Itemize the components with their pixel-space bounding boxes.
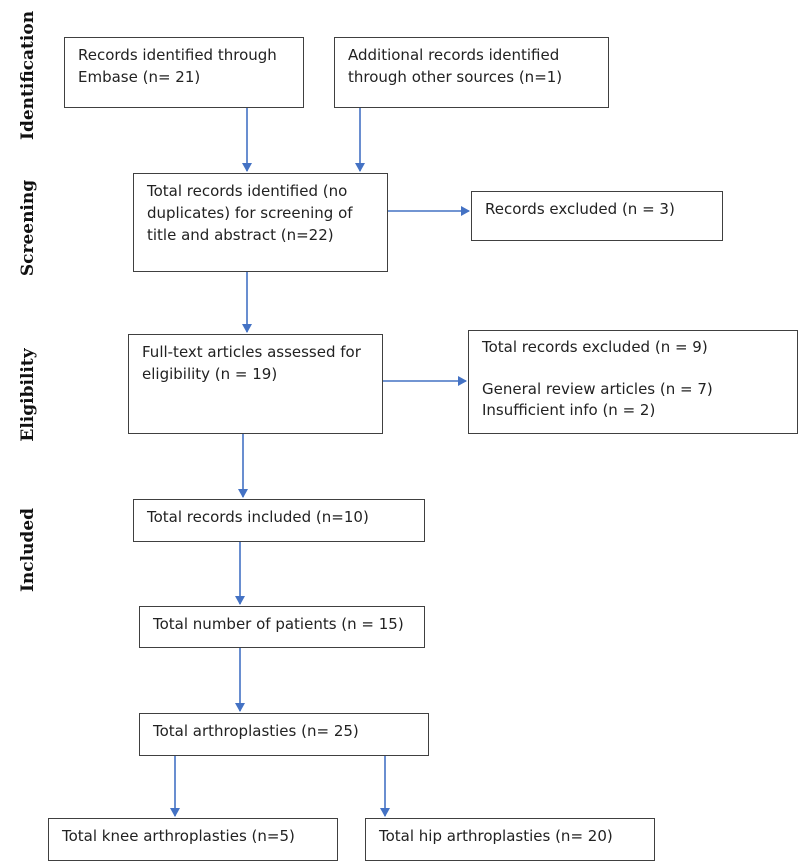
- box-text-line: Total records excluded (n = 9): [482, 338, 708, 356]
- box-text-line: title and abstract (n=22): [147, 226, 334, 244]
- box-text-line: Records excluded (n = 3): [485, 200, 675, 218]
- box-screening: Total records identified (no duplicates) …: [133, 173, 388, 272]
- box-arthroplasties: Total arthroplasties (n= 25): [139, 713, 429, 756]
- stage-label-identification: Identification: [18, 10, 38, 140]
- box-knee-arthroplasties: Total knee arthroplasties (n=5): [48, 818, 338, 861]
- box-text-line: General review articles (n = 7): [482, 380, 713, 398]
- box-full-text: Full-text articles assessed for eligibili…: [128, 334, 383, 434]
- box-included: Total records included (n=10): [133, 499, 425, 542]
- box-text-line: Records identified through: [78, 46, 277, 64]
- box-text-line: Total records identified (no: [147, 182, 348, 200]
- box-text-line: Total knee arthroplasties (n=5): [62, 827, 295, 845]
- box-text-line: duplicates) for screening of: [147, 204, 353, 222]
- box-text-line: [482, 358, 787, 379]
- box-patients: Total number of patients (n = 15): [139, 606, 425, 648]
- box-hip-arthroplasties: Total hip arthroplasties (n= 20): [365, 818, 655, 861]
- box-text-line: Total arthroplasties (n= 25): [153, 722, 359, 740]
- box-text-line: Total records included (n=10): [147, 508, 369, 526]
- stage-label-screening: Screening: [18, 179, 38, 277]
- box-other-sources: Additional records identified through oth…: [334, 37, 609, 108]
- box-text-line: Insufficient info (n = 2): [482, 401, 656, 419]
- box-text-line: Full-text articles assessed for: [142, 343, 361, 361]
- box-excluded-full-text: Total records excluded (n = 9) General r…: [468, 330, 798, 434]
- box-text-line: eligibility (n = 19): [142, 365, 278, 383]
- stage-label-included: Included: [18, 507, 38, 593]
- box-excluded-screening: Records excluded (n = 3): [471, 191, 723, 241]
- box-text-line: Additional records identified: [348, 46, 560, 64]
- box-text-line: Total number of patients (n = 15): [153, 615, 404, 633]
- box-text-line: Embase (n= 21): [78, 68, 201, 86]
- box-text-line: Total hip arthroplasties (n= 20): [379, 827, 613, 845]
- box-text-line: through other sources (n=1): [348, 68, 563, 86]
- stage-label-eligibility: Eligibility: [18, 348, 38, 442]
